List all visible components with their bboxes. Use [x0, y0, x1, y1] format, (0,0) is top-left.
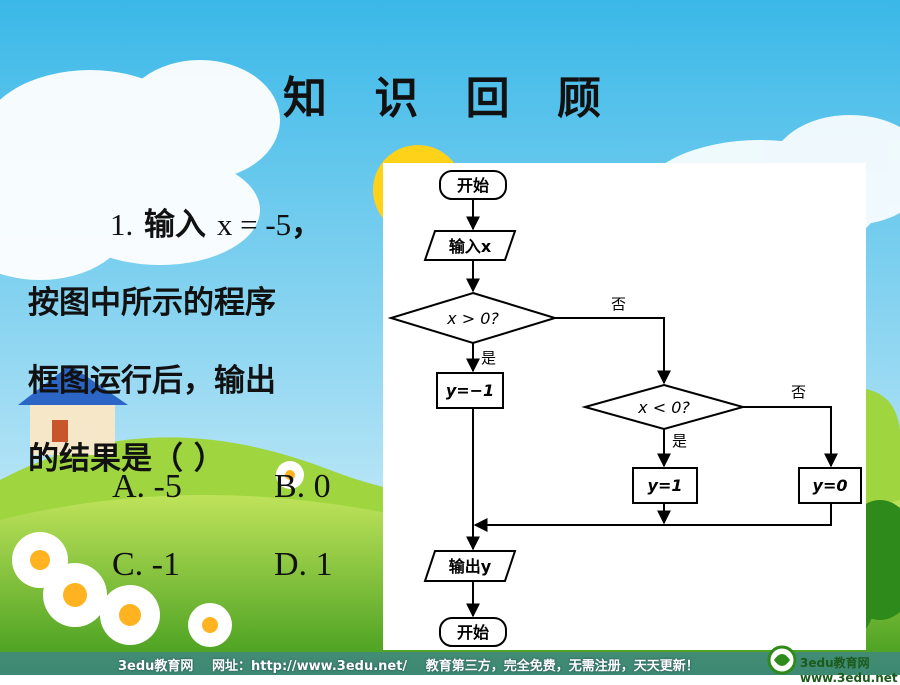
logo-text: 3edu教育网 www.3edu.net [800, 654, 898, 685]
decision-1-label: x > 0? [446, 309, 499, 328]
yes-1-label: 是 [481, 349, 496, 367]
assign-1-label: y=−1 [446, 381, 494, 400]
question-line-3: 框图运行后，输出 [28, 363, 276, 399]
edge-d1-no [555, 317, 671, 385]
input-label: 输入x [449, 237, 492, 256]
option-c[interactable]: C. -1 [112, 546, 180, 583]
no-1-label: 否 [611, 295, 626, 313]
flower-icon-3 [100, 585, 160, 645]
edge-assign3-merge [473, 503, 832, 532]
house-icon [18, 365, 128, 455]
flower-icon-2 [43, 563, 107, 627]
slide-title: 知 识 回 顾 [283, 73, 617, 124]
footer-address[interactable]: 网址：http://www.3edu.net/ [211, 659, 408, 674]
question-text: 1. 输入 x = -5， 按图中所示的程序 框图运行后，输出 的结果是（ ） [28, 186, 368, 498]
output-label: 输出y [449, 557, 492, 576]
assign-3-label: y=0 [813, 476, 848, 495]
flower-icon-4 [188, 603, 232, 647]
footer-slogan: 教育第三方，完全免费，无需注册，天天更新！ [425, 659, 699, 674]
footer-site: 3edu教育网 [118, 659, 194, 674]
question-math: x = -5 [216, 207, 292, 242]
assign-1-node [436, 372, 504, 409]
flowchart-panel: 开始 输入x x > 0? y=−1 x < 0? y=1 y=0 输出y 开始… [383, 163, 866, 650]
logo-url[interactable]: www.3edu.net [800, 671, 898, 685]
logo-cn: 3edu教育网 [800, 656, 870, 670]
decision-2-label: x < 0? [637, 398, 690, 417]
question-line-4: 的结果是（ ） [28, 441, 225, 477]
site-logo [767, 645, 797, 675]
assign-2-label: y=1 [648, 476, 683, 495]
option-d[interactable]: D. 1 [274, 546, 333, 583]
question-comma: ， [291, 207, 323, 243]
assign-2-node [632, 467, 698, 504]
end-label: 开始 [457, 623, 489, 642]
option-b[interactable]: B. 0 [274, 468, 331, 505]
question-number: 1. [110, 207, 134, 242]
question-line-2: 按图中所示的程序 [28, 285, 276, 321]
footer-text: 3edu教育网 网址：http://www.3edu.net/ 教育第三方，完全… [118, 655, 713, 674]
option-a[interactable]: A. -5 [112, 468, 182, 505]
end-node [439, 617, 507, 647]
flowchart-diagram: 开始 输入x x > 0? y=−1 x < 0? y=1 y=0 输出y 开始… [387, 170, 862, 647]
footer-bar [0, 652, 900, 675]
start-label: 开始 [457, 176, 489, 195]
edge-d2-no [743, 406, 838, 468]
input-node [423, 230, 517, 261]
output-node [423, 550, 517, 582]
yes-2-label: 是 [672, 432, 687, 450]
flower-icon-5 [276, 461, 304, 489]
question-prefix: 输入 [144, 207, 207, 243]
cloud-left [0, 60, 280, 280]
no-2-label: 否 [791, 383, 806, 401]
